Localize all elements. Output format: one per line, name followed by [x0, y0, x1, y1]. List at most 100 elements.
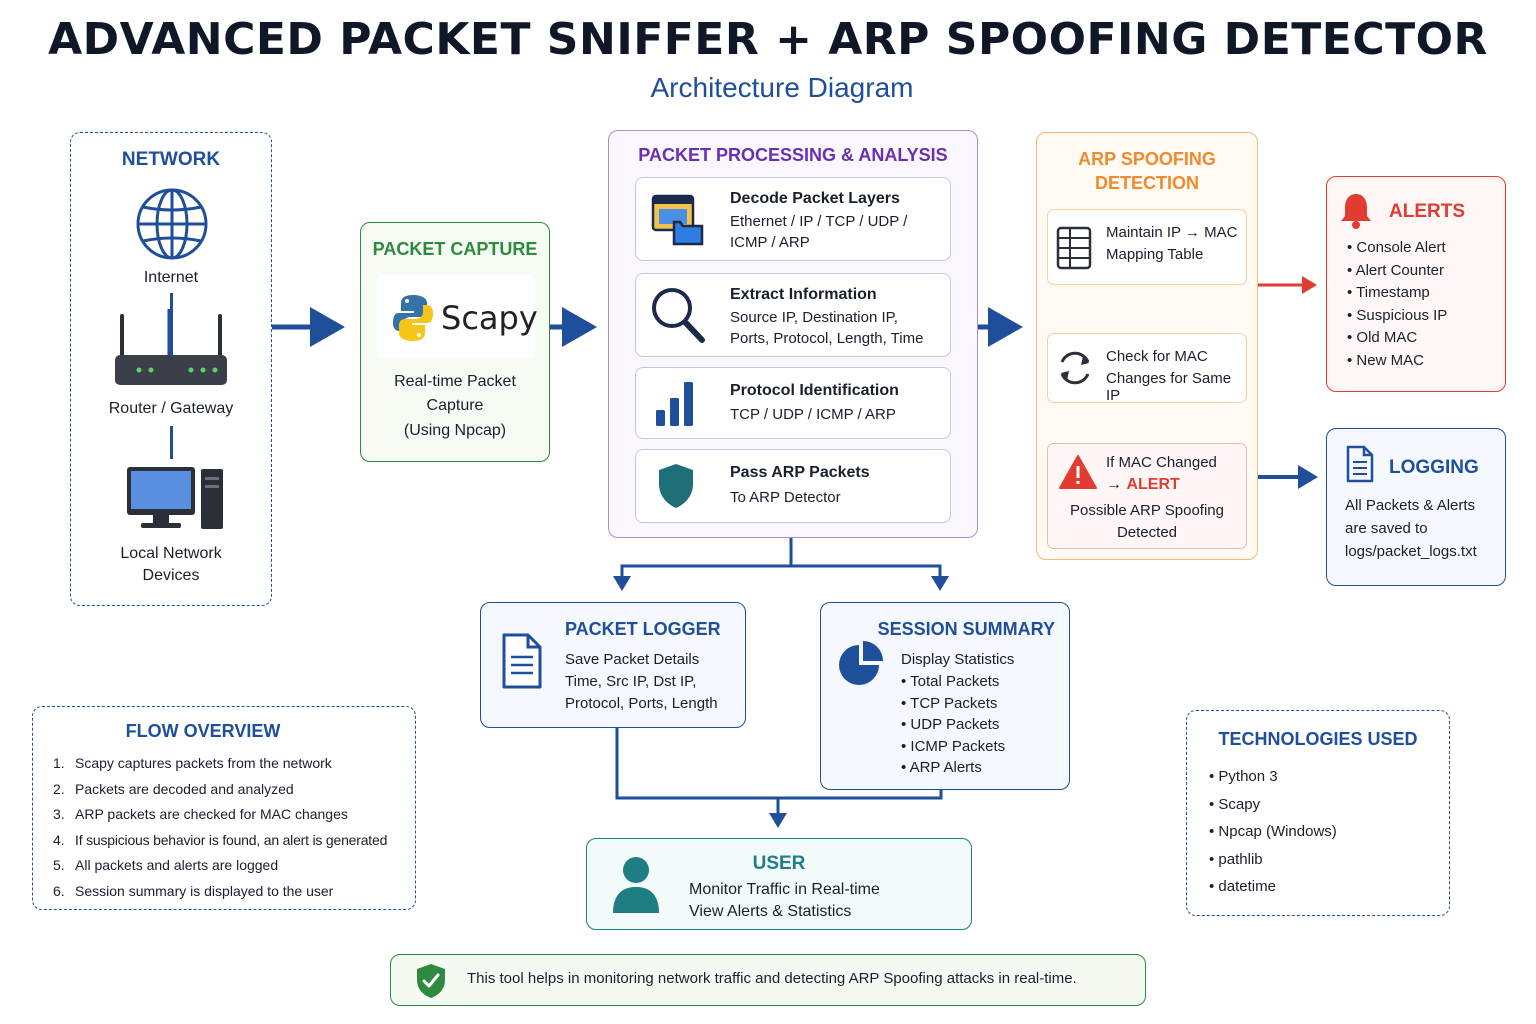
alerts-panel: ALERTS • Console Alert • Alert Counter •… [1326, 176, 1506, 392]
extract-line1: Source IP, Destination IP, [730, 309, 898, 326]
alerts-item: • Console Alert [1347, 239, 1446, 256]
arp-step-mapping-table: Maintain IP → MAC Mapping Table [1047, 209, 1247, 285]
check-shield-icon [417, 964, 445, 998]
session-summary-panel: SESSION SUMMARY Display Statistics • Tot… [820, 602, 1070, 790]
decode-line1: Ethernet / IP / TCP / UDP / [730, 213, 908, 230]
router-device-link [170, 426, 173, 459]
logging-heading: LOGGING [1389, 457, 1479, 478]
folder-window-icon [651, 194, 704, 246]
arrow-processing-split [613, 538, 793, 591]
devices-label-line2: Devices [142, 567, 200, 584]
user-heading: USER [752, 853, 806, 874]
logging-line2: are saved to [1345, 520, 1428, 537]
flow-list: 1.Scapy captures packets from the networ… [53, 751, 417, 904]
alerts-list: • Console Alert • Alert Counter • Timest… [1347, 237, 1447, 372]
extract-title: Extract Information [730, 286, 877, 303]
packet-processing-panel: PACKET PROCESSING & ANALYSIS Decode Pack… [608, 130, 978, 538]
alert-step-line1: If MAC Changed [1106, 454, 1217, 471]
user-line1: Monitor Traffic in Real-time [689, 881, 880, 898]
protocol-title: Protocol Identification [730, 382, 899, 399]
alert-step-line4: Detected [1116, 524, 1178, 541]
arp-step-alert: If MAC Changed → ALERT Possible ARP Spoo… [1047, 443, 1247, 549]
logger-document-icon [502, 633, 542, 689]
alerts-heading: ALERTS [1389, 201, 1465, 222]
alert-step-line3: Possible ARP Spoofing [1070, 502, 1224, 519]
alerts-item: • Old MAC [1347, 329, 1418, 346]
alerts-item: • New MAC [1347, 351, 1424, 369]
logging-panel: LOGGING All Packets & Alerts are saved t… [1326, 428, 1506, 586]
mapping-line1: Maintain IP → MAC [1106, 224, 1238, 241]
flow-item: 3.ARP packets are checked for MAC change… [53, 806, 348, 822]
pass-arp-line1: To ARP Detector [730, 489, 841, 506]
internet-label: Internet [143, 269, 199, 286]
flow-overview-panel: FLOW OVERVIEW 1.Scapy captures packets f… [32, 706, 416, 910]
alerts-item: • Suspicious IP [1347, 306, 1448, 324]
pie-chart-icon [839, 641, 883, 685]
packet-capture-heading: PACKET CAPTURE [372, 239, 538, 259]
alert-step-alert-word: ALERT [1126, 476, 1180, 493]
arp-heading-line2: DETECTION [1094, 173, 1199, 193]
capture-desc-line1: Real-time Packet [394, 373, 516, 390]
session-item: • UDP Packets [901, 716, 1000, 733]
capture-desc-line2: Capture [426, 397, 484, 414]
diagram-title: ADVANCED PACKET SNIFFER + ARP SPOOFING D… [48, 14, 1488, 65]
network-link-line [170, 293, 173, 355]
magnifier-icon [652, 288, 705, 343]
bar-chart-icon [656, 382, 693, 426]
diagram-subtitle: Architecture Diagram [650, 72, 914, 103]
tech-item: • datetime [1209, 878, 1276, 895]
alerts-item: • Alert Counter [1347, 261, 1444, 279]
session-list: • Total Packets • TCP Packets • UDP Pack… [901, 671, 1005, 779]
decode-title: Decode Packet Layers [730, 190, 900, 207]
shield-icon [659, 464, 693, 508]
session-item: • Total Packets [901, 673, 1000, 690]
flow-item: 4.If suspicious behavior is found, an al… [53, 831, 388, 848]
bell-icon [1341, 194, 1371, 229]
table-icon [1056, 226, 1092, 270]
warning-icon [1059, 455, 1097, 489]
flow-item: 5.All packets and alerts are logged [53, 857, 279, 873]
logging-line1: All Packets & Alerts [1345, 497, 1476, 514]
alerts-item: • Timestamp [1347, 284, 1430, 301]
check-mac-line2: Changes for Same IP [1106, 370, 1232, 404]
logger-line1: Save Packet Details [565, 651, 700, 668]
tech-item: • pathlib [1209, 850, 1263, 868]
mapping-line2: Mapping Table [1106, 246, 1204, 263]
capture-desc-line3: (Using Npcap) [403, 422, 507, 439]
arrow-processing-to-session [791, 564, 949, 591]
alert-step-line2: → ALERT [1106, 476, 1180, 494]
router-icon [115, 309, 227, 385]
user-line2: View Alerts & Statistics [689, 903, 852, 920]
flow-item: 1.Scapy captures packets from the networ… [53, 755, 332, 771]
computer-icon [127, 467, 223, 529]
packet-capture-panel: PACKET CAPTURE Scapy Real-time Packet Ca… [360, 222, 550, 462]
network-panel: NETWORK Internet Router / Gateway Local … [70, 132, 272, 606]
flow-item: 6.Session summary is displayed to the us… [53, 882, 334, 899]
user-panel: USER Monitor Traffic in Real-time View A… [586, 838, 972, 930]
processing-card-extract: Extract Information Source IP, Destinati… [635, 273, 951, 357]
session-subheading: Display Statistics [901, 651, 1015, 668]
footer-banner: This tool helps in monitoring network tr… [390, 954, 1146, 1006]
tech-item: • Scapy [1209, 795, 1261, 813]
flow-overview-heading: FLOW OVERVIEW [125, 721, 281, 741]
technologies-list: • Python 3 • Scapy • Npcap (Windows) • p… [1209, 763, 1337, 901]
session-summary-heading: SESSION SUMMARY [877, 619, 1055, 639]
packet-logger-heading: PACKET LOGGER [565, 619, 721, 639]
arp-step-check-mac: Check for MAC Changes for Same IP [1047, 333, 1247, 404]
decode-line2: ICMP / ARP [730, 234, 810, 251]
user-icon [613, 857, 659, 913]
processing-card-pass-arp: Pass ARP Packets To ARP Detector [635, 449, 951, 523]
packet-logger-panel: PACKET LOGGER Save Packet Details Time, … [480, 602, 746, 728]
document-icon [1346, 445, 1374, 483]
tech-item: • Python 3 [1209, 768, 1278, 785]
pass-arp-title: Pass ARP Packets [730, 464, 870, 481]
network-heading: NETWORK [121, 149, 221, 170]
session-item: • TCP Packets [901, 694, 998, 712]
scapy-logo-box: Scapy [377, 275, 538, 359]
router-label: Router / Gateway [108, 400, 234, 417]
protocol-line1: TCP / UDP / ICMP / ARP [730, 406, 896, 423]
packet-processing-heading: PACKET PROCESSING & ANALYSIS [638, 145, 948, 165]
python-logo-icon [393, 295, 433, 341]
logger-line3: Protocol, Ports, Length [565, 695, 718, 712]
refresh-icon [1060, 351, 1090, 385]
